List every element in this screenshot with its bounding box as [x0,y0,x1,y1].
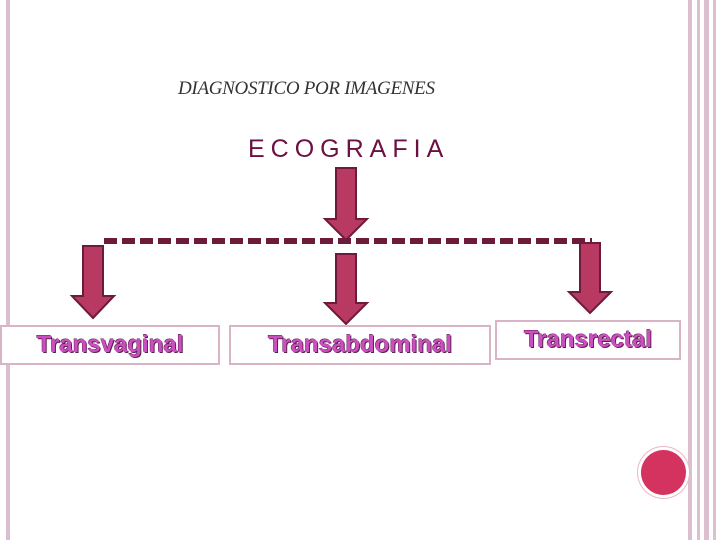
branch-arrow-center [322,253,370,326]
branch-box-transabdominal: Transabdominal [229,325,491,365]
decorative-circle [641,450,686,495]
branch-arrow-left [69,245,117,320]
right-frame-line [697,0,700,540]
right-frame-line [688,0,692,540]
branch-box-transrectal: Transrectal [495,320,681,360]
branch-label: Transabdominal [267,331,453,358]
branch-label: Transrectal [523,326,653,353]
diagram-root-title: ECOGRAFIA [248,135,450,163]
root-down-arrow [322,167,370,242]
branch-box-transvaginal: Transvaginal [0,325,220,365]
branch-arrow-right [566,242,614,315]
left-frame-line [6,0,10,540]
slide-heading: DIAGNOSTICO POR IMAGENES [178,78,435,99]
right-frame-line [713,0,716,540]
branch-label: Transvaginal [36,331,184,358]
right-frame-line [704,0,709,540]
